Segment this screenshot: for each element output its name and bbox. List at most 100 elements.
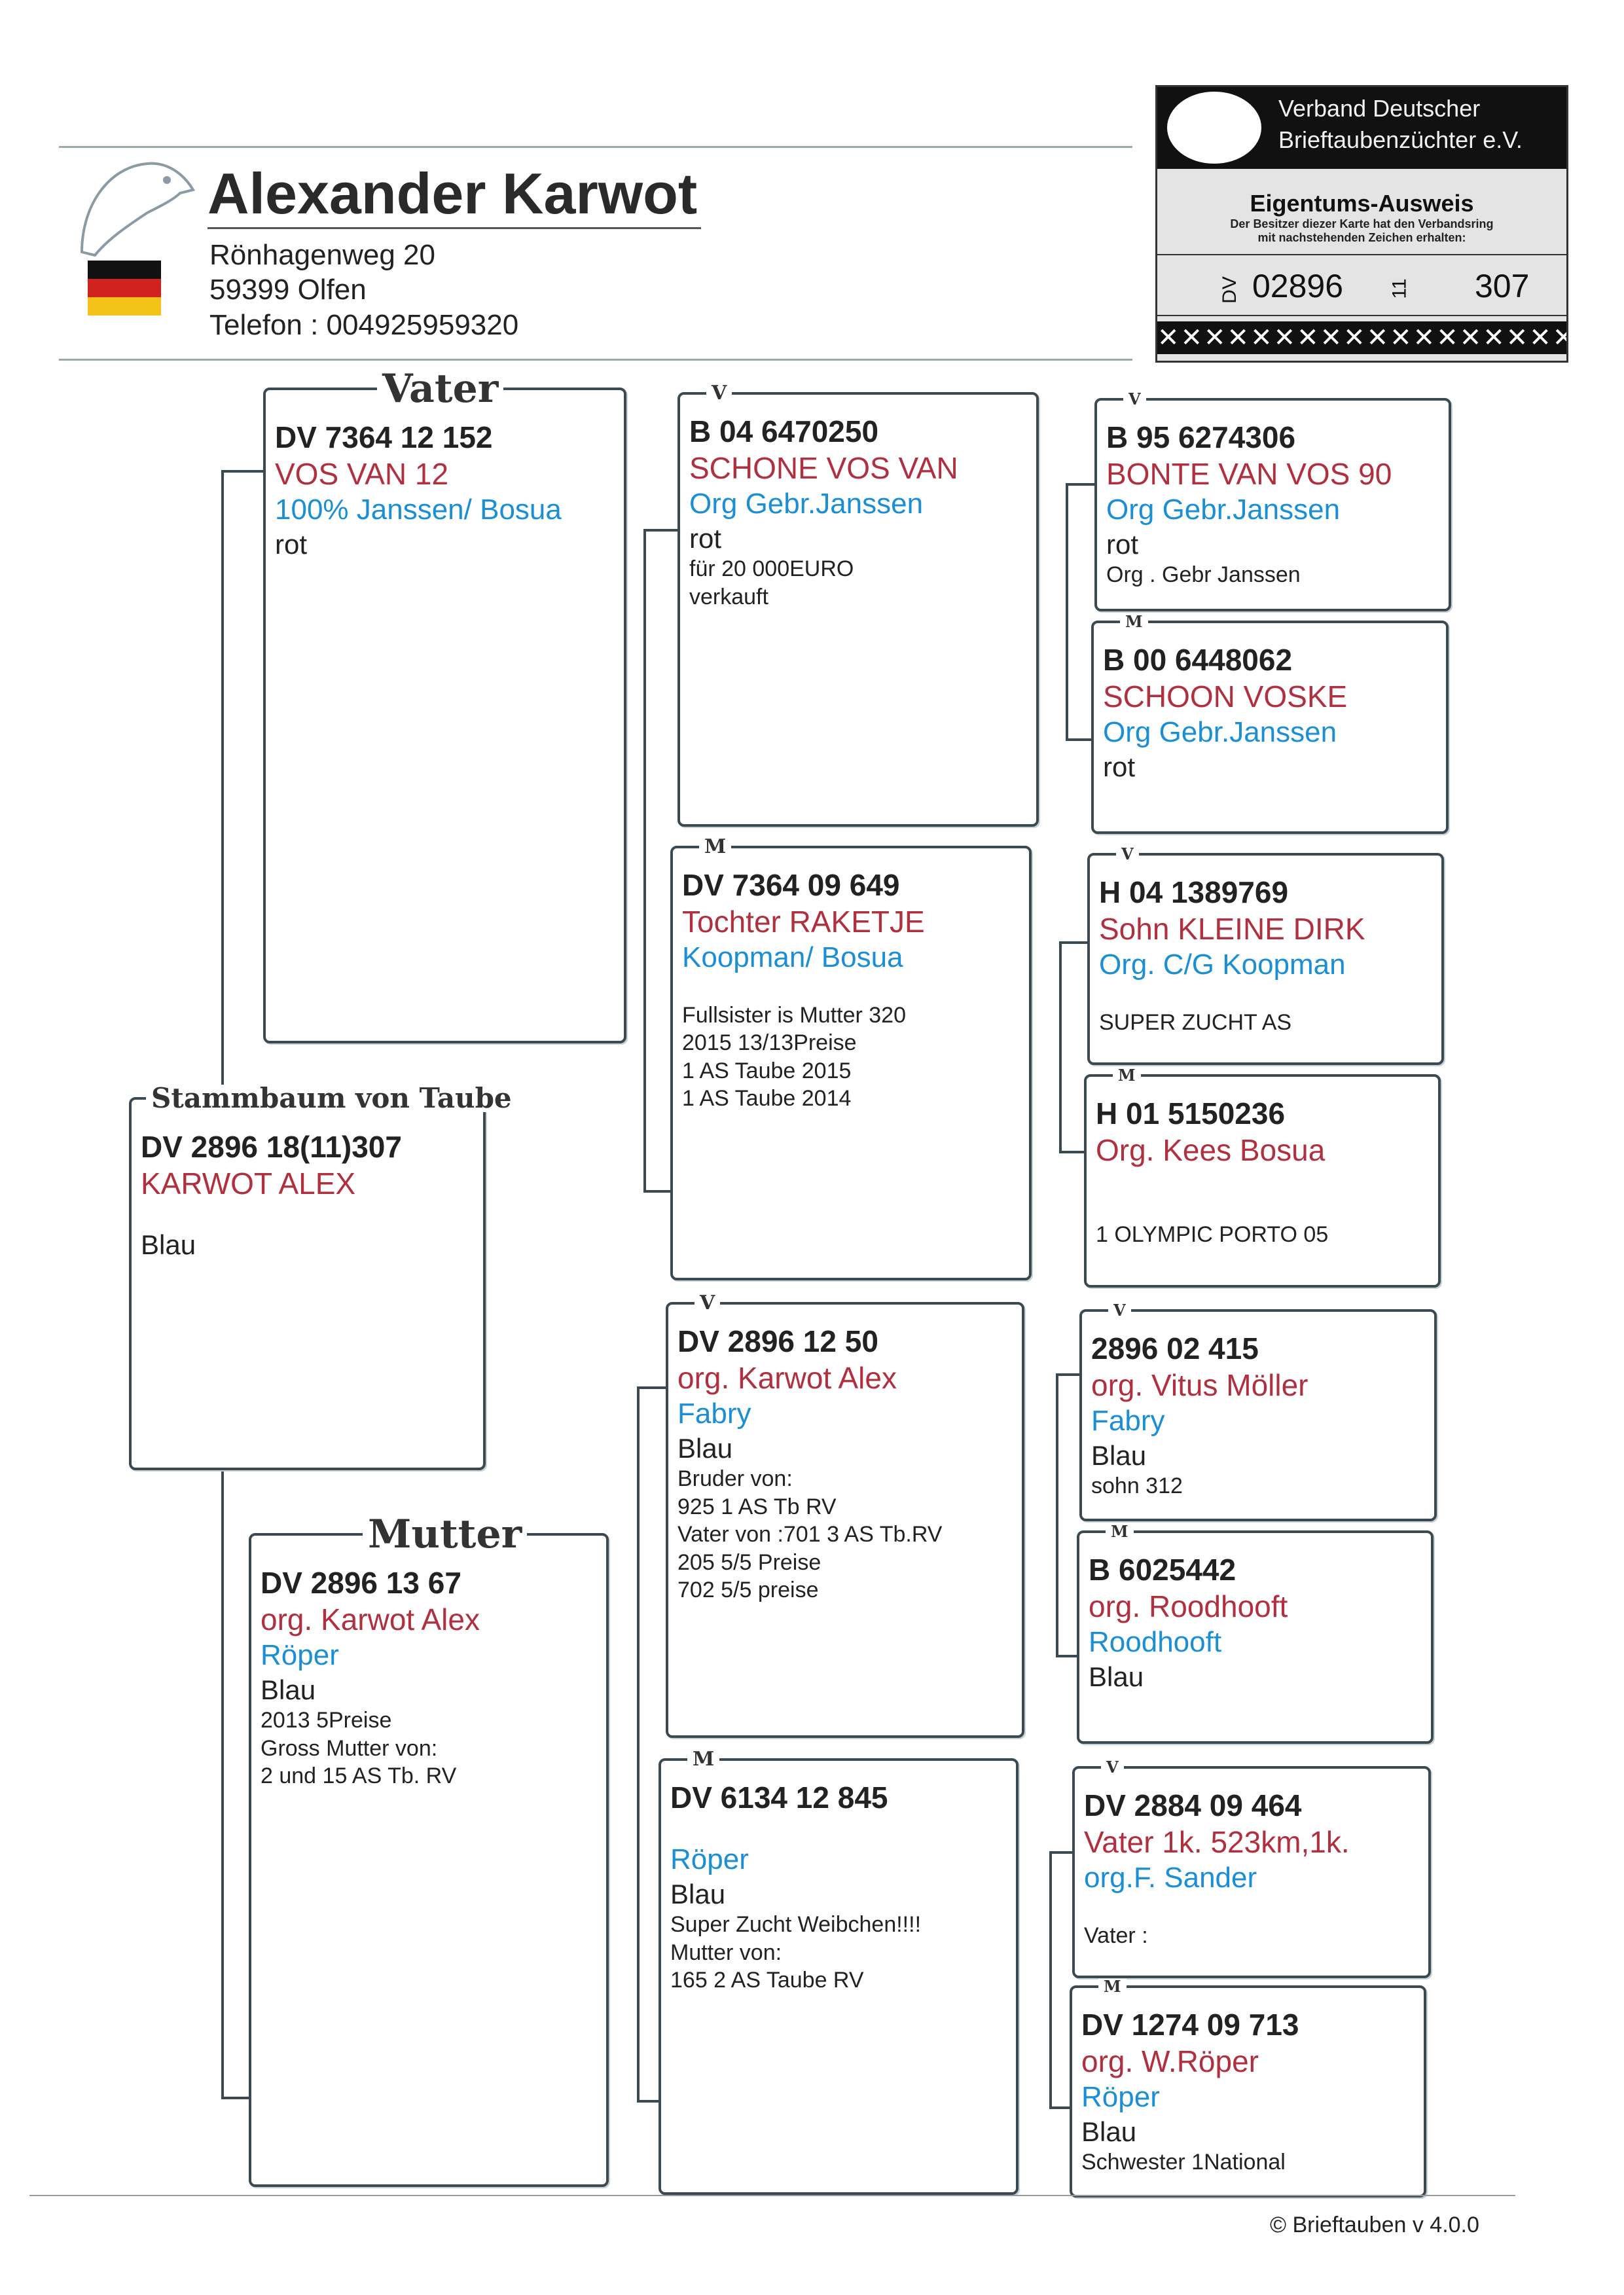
note: verkauft xyxy=(689,584,768,609)
pigeon-name: SCHONE VOS VAN xyxy=(689,451,958,486)
label-father: Vater xyxy=(377,369,504,408)
note: für 20 000EURO xyxy=(689,556,854,582)
ring-number: DV 6134 12 845 xyxy=(670,1780,888,1815)
bloodline: Fabry xyxy=(677,1398,751,1430)
note: 702 5/5 preise xyxy=(677,1578,819,1603)
copyright: © Brieftauben v 4.0.0 xyxy=(1270,2213,1479,2237)
spacer xyxy=(1096,1195,1430,1221)
pigeon-name: Vater 1k. 523km,1k. xyxy=(1084,1825,1350,1860)
color: Blau xyxy=(1089,1661,1144,1692)
ring-number: B 6025442 xyxy=(1089,1553,1236,1587)
note: 1 AS Taube 2014 xyxy=(682,1086,852,1111)
spacer xyxy=(1099,983,1434,1009)
note: Vater von :701 3 AS Tb.RV xyxy=(677,1522,943,1547)
ring-number: B 95 6274306 xyxy=(1106,420,1296,454)
pigeon-name: org. Karwot Alex xyxy=(677,1361,897,1396)
color: rot xyxy=(689,522,722,554)
color: Blau xyxy=(677,1432,733,1464)
card-org-line2: Brieftaubenzüchter e.V. xyxy=(1278,126,1523,153)
owner-phone: Telefon : 004925959320 xyxy=(209,309,519,341)
note: Vater : xyxy=(1084,1923,1148,1948)
bloodline: org.F. Sander xyxy=(1084,1862,1257,1894)
color: rot xyxy=(1103,751,1136,782)
spacer xyxy=(1096,1168,1430,1195)
label-v: V xyxy=(1123,391,1146,407)
spacer xyxy=(682,975,1021,1002)
owner-street: Rönhagenweg 20 xyxy=(209,239,435,271)
footer-rule xyxy=(29,2195,1515,2196)
note: 2015 13/13Preise xyxy=(682,1030,857,1056)
label-m: M xyxy=(1098,1979,1127,1995)
label-m: M xyxy=(1113,1068,1141,1083)
note: 1 AS Taube 2015 xyxy=(682,1058,852,1083)
pigeon-name: Sohn KLEINE DIRK xyxy=(1099,912,1365,947)
connector-bracket xyxy=(1066,483,1094,741)
bloodline: Org. C/G Koopman xyxy=(1099,949,1346,981)
note: 2013 5Preise xyxy=(261,1708,392,1733)
bloodline: Röper xyxy=(261,1639,339,1672)
label-v: V xyxy=(695,1293,721,1313)
flying-pigeon-logo-icon xyxy=(1165,90,1263,166)
card-text-line1: Der Besitzer diezer Karte hat den Verban… xyxy=(1230,217,1494,230)
color: Blau xyxy=(261,1674,316,1705)
color: Blau xyxy=(1091,1439,1147,1471)
bloodline: Org Gebr.Janssen xyxy=(689,488,924,520)
label-mother: Mutter xyxy=(363,1515,528,1554)
ring-number: H 04 1389769 xyxy=(1099,875,1289,909)
ring-number: B 00 6448062 xyxy=(1103,643,1293,677)
color: rot xyxy=(1106,528,1139,560)
ring-number: 307 xyxy=(1475,268,1530,304)
bloodline: Roodhooft xyxy=(1089,1626,1222,1659)
german-flag-icon xyxy=(88,261,161,316)
owner-name: Alexander Karwot xyxy=(208,160,702,229)
pigeon-name: VOS VAN 12 xyxy=(275,457,449,492)
note: Fullsister is Mutter 320 xyxy=(682,1002,906,1028)
card-text-line2: mit nachstehenden Zeichen erhalten: xyxy=(1257,231,1466,244)
connector-bracket xyxy=(643,529,677,1193)
spacer xyxy=(1084,1896,1420,1922)
color: Blau xyxy=(141,1229,196,1261)
connector-bracket xyxy=(637,1386,666,2103)
pigeon-head-logo-icon xyxy=(80,162,196,257)
pigeon-name: KARWOT ALEX xyxy=(141,1166,356,1201)
ownership-card: Verband Deutscher Brieftaubenzüchter e.V… xyxy=(1155,85,1568,363)
card-title: Eigentums-Ausweis xyxy=(1250,190,1474,217)
connector-bracket xyxy=(1049,1851,1072,2109)
label-m: M xyxy=(1106,1524,1134,1540)
note: SUPER ZUCHT AS xyxy=(1099,1009,1292,1035)
bloodline: Röper xyxy=(1081,2081,1160,2114)
ring-number: DV 2884 09 464 xyxy=(1084,1788,1302,1822)
pigeon-name: BONTE VAN VOS 90 xyxy=(1106,457,1392,492)
bloodline: Koopman/ Bosua xyxy=(682,941,903,974)
owner-city: 59399 Olfen xyxy=(209,274,367,306)
label-m: M xyxy=(1120,614,1148,630)
pigeon-name: Tochter RAKETJE xyxy=(682,905,925,939)
connector-bracket xyxy=(1059,941,1087,1153)
label-m: M xyxy=(687,1750,720,1769)
note: sohn 312 xyxy=(1091,1473,1183,1499)
pigeon-name: org. Vitus Möller xyxy=(1091,1368,1308,1403)
ring-club: 02896 xyxy=(1252,268,1344,304)
header-bottom-rule xyxy=(59,359,1132,361)
note: 1 OLYMPIC PORTO 05 xyxy=(1096,1222,1329,1248)
label-subject: Stammbaum von Taube xyxy=(146,1085,517,1112)
label-v: V xyxy=(1101,1760,1124,1775)
note: Mutter von: xyxy=(670,1940,782,1965)
ring-number: DV 2896 18(11)307 xyxy=(141,1130,402,1164)
note: Schwester 1National xyxy=(1081,2150,1286,2175)
note: Org . Gebr Janssen xyxy=(1106,562,1301,588)
label-v: V xyxy=(1108,1303,1131,1318)
